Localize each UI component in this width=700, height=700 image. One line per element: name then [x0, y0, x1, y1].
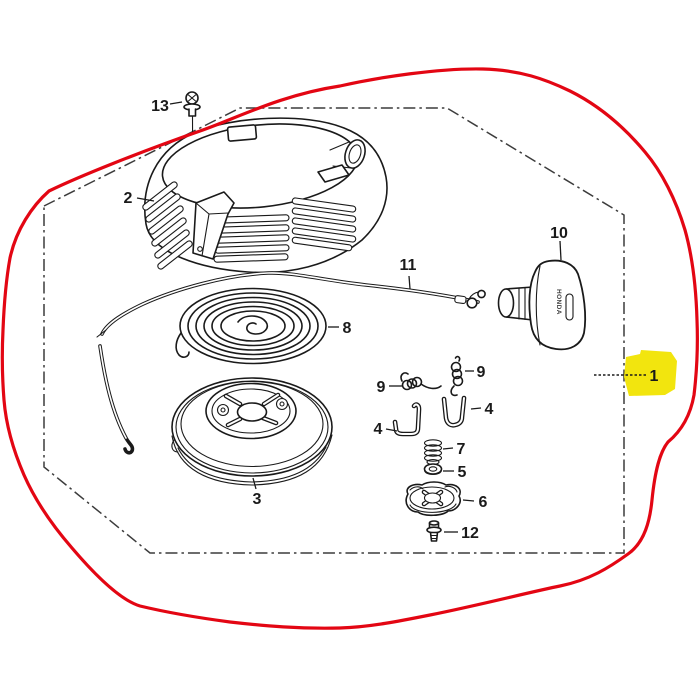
vent-slots-left — [142, 181, 193, 270]
callout-5[interactable]: 5 — [458, 464, 467, 481]
part-4-guide-left — [392, 402, 422, 437]
part-8-spiral-spring — [175, 287, 327, 365]
phantom-boundary — [43, 107, 625, 554]
callout-4a[interactable]: 4 — [374, 421, 383, 438]
callout-4b[interactable]: 4 — [485, 401, 494, 418]
callout-8[interactable]: 8 — [343, 320, 352, 337]
vent-slots-right — [291, 197, 357, 252]
callout-12[interactable]: 12 — [461, 525, 479, 542]
callout-9b[interactable]: 9 — [477, 364, 486, 381]
part-10-starter-grip: HONDA — [497, 259, 587, 351]
red-marker-outline — [0, 67, 699, 630]
pulley-spokes — [223, 392, 281, 428]
rope-end-fitting — [454, 289, 486, 309]
callout-11[interactable]: 11 — [400, 257, 417, 274]
part-6-ratchet-plate — [405, 481, 461, 517]
part-9-spring-right — [450, 355, 464, 397]
vent-slots-center — [213, 214, 290, 263]
part-1-highlight — [624, 350, 677, 396]
part-9-spring-left — [400, 372, 442, 391]
callout-7[interactable]: 7 — [457, 441, 466, 458]
part-5-washer — [423, 463, 443, 476]
part-7-spring — [423, 439, 443, 466]
part-12-bolt — [426, 520, 442, 542]
callout-6[interactable]: 6 — [479, 494, 488, 511]
callout-9a[interactable]: 9 — [377, 379, 386, 396]
cover-front-bracket — [192, 191, 235, 260]
leader-lines — [136, 101, 646, 533]
part-11-rope — [96, 271, 486, 455]
grip-marking: HONDA — [555, 289, 562, 315]
callout-2[interactable]: 2 — [124, 190, 133, 207]
part-3-pulley — [171, 377, 333, 486]
cover-tab-right — [317, 164, 350, 183]
callout-3[interactable]: 3 — [253, 491, 262, 508]
callout-1[interactable]: 1 — [650, 368, 659, 385]
callout-10[interactable]: 10 — [550, 225, 568, 242]
part-2-starter-cover — [142, 117, 388, 274]
cover-top-notch — [226, 124, 258, 142]
part-4-guide-right — [441, 395, 467, 428]
callout-13[interactable]: 13 — [151, 98, 169, 115]
